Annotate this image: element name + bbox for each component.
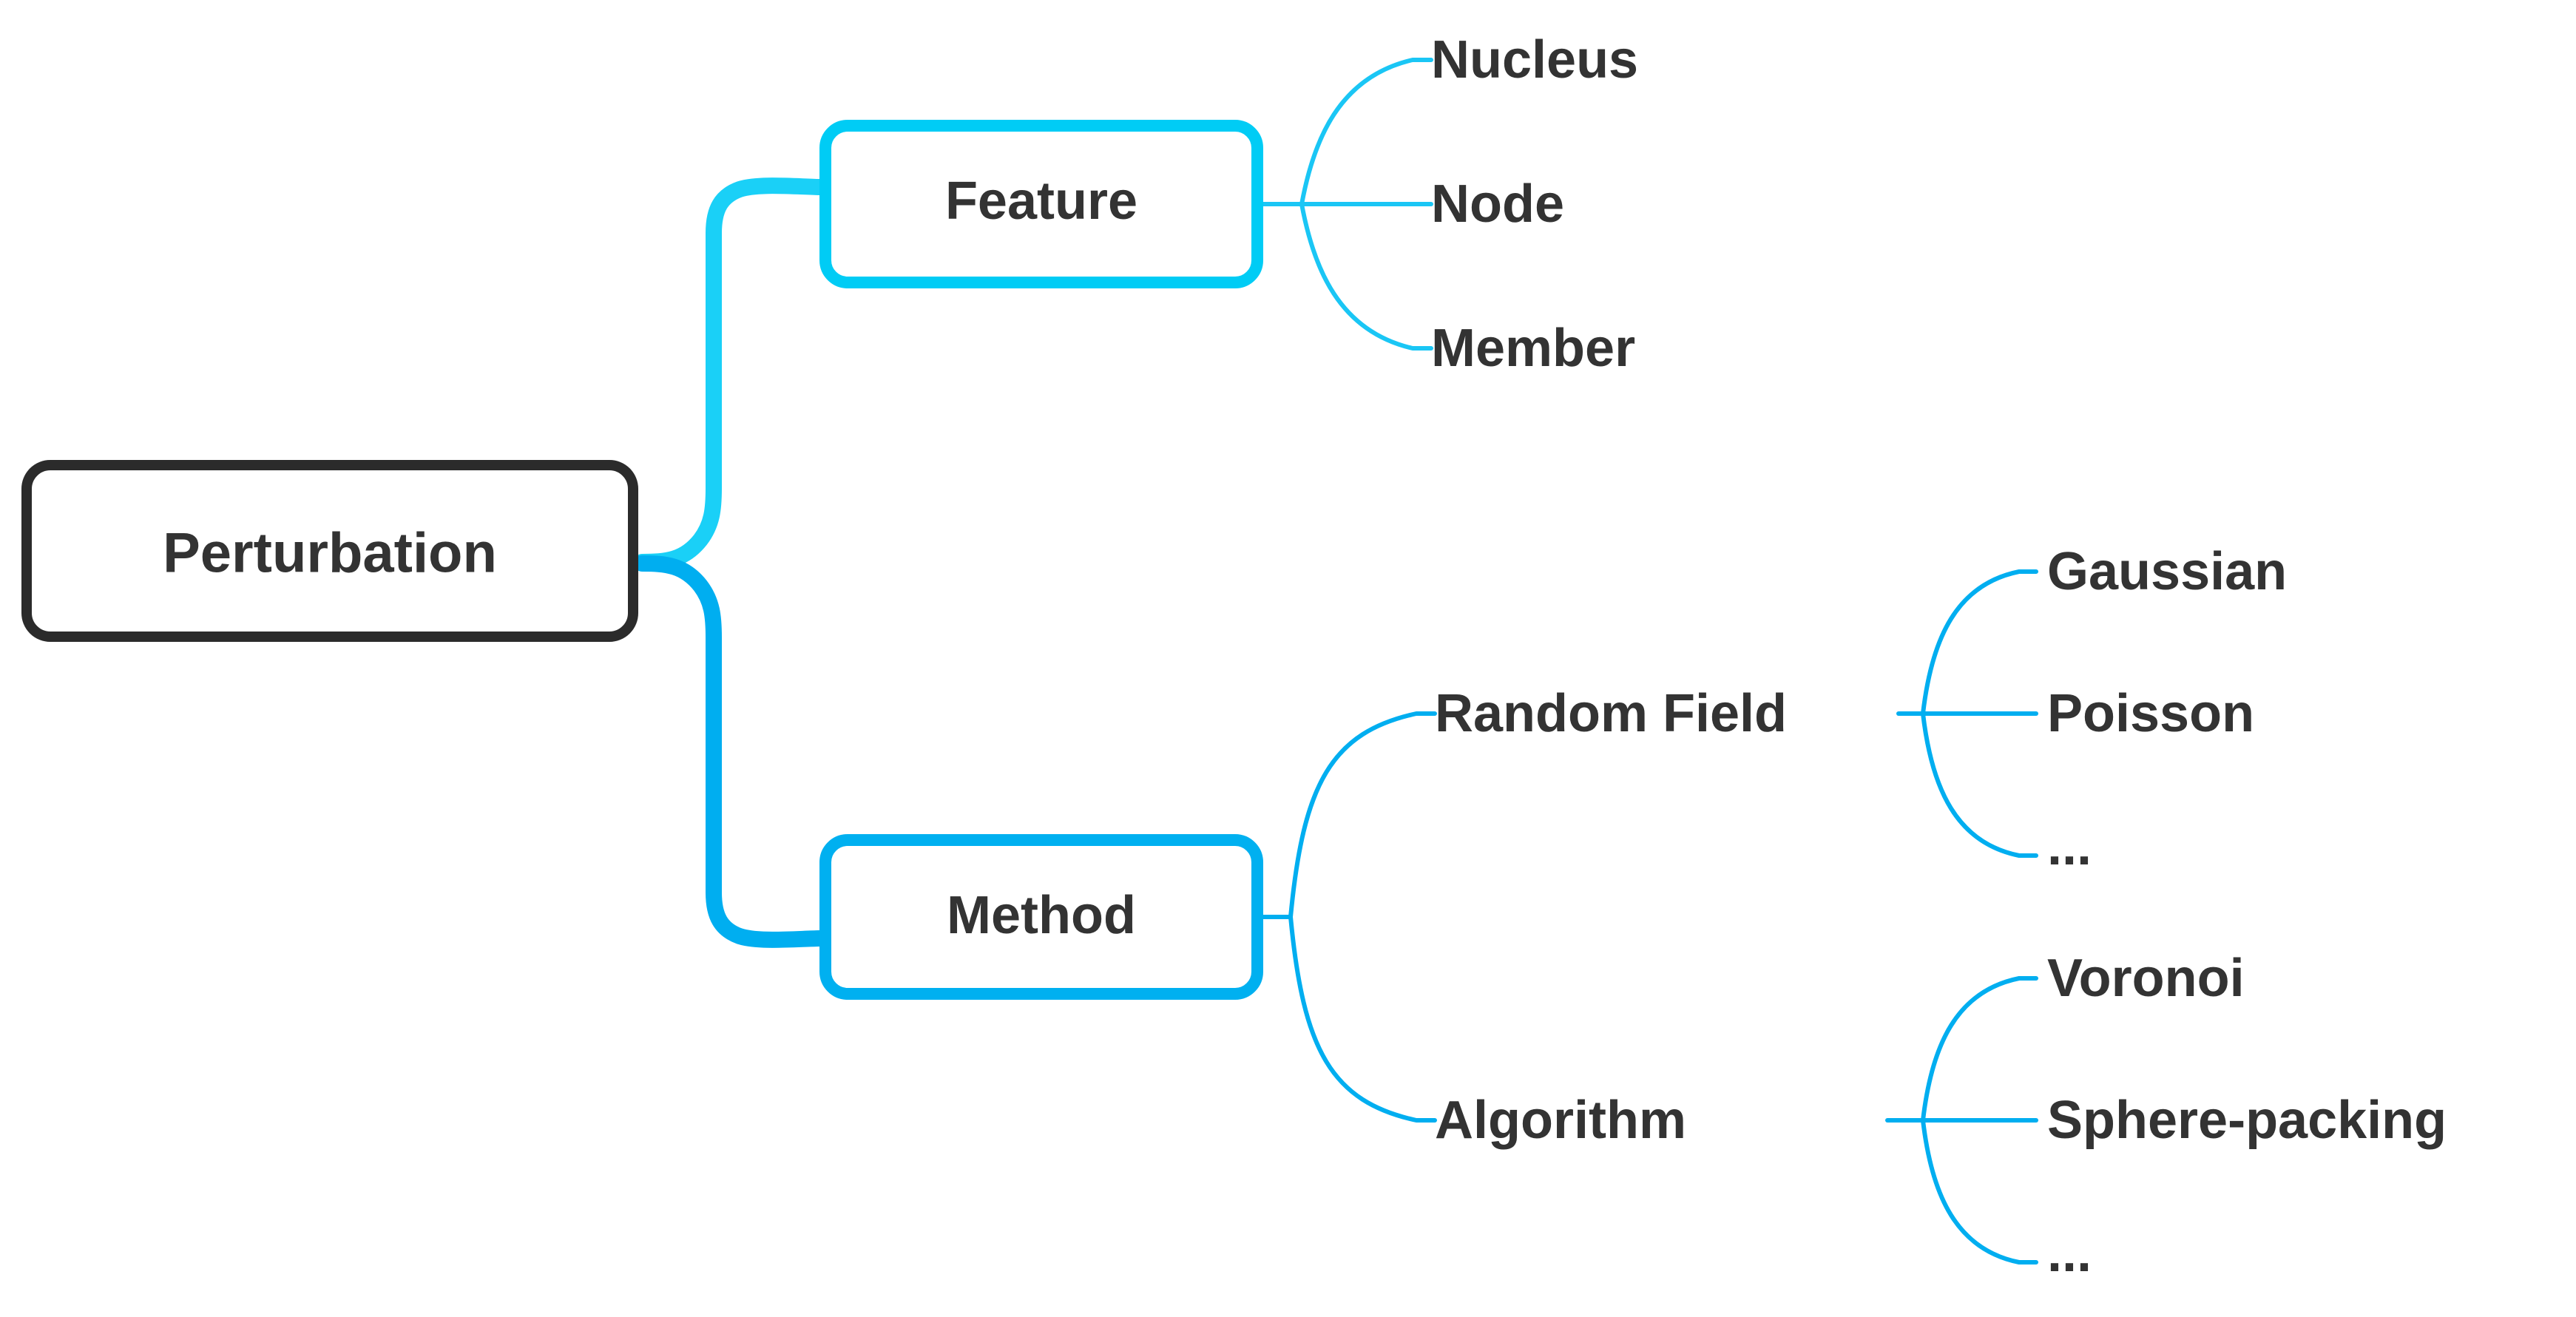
node-perturbation-label: Perturbation (163, 522, 497, 585)
node-method-label: Method (947, 886, 1136, 945)
node-method-box[interactable] (819, 834, 1263, 1000)
leaf-nucleus[interactable]: Nucleus (1431, 30, 1638, 89)
node-method[interactable]: Method (819, 834, 1263, 1000)
leaf-member[interactable]: Member (1431, 319, 1635, 378)
connector-method-to-algorithm (1288, 915, 1437, 1123)
node-feature-box[interactable] (819, 120, 1263, 288)
connector-root-to-method (634, 555, 828, 948)
leaf-gaussian[interactable]: Gaussian (2047, 542, 2287, 601)
connector-feature-to-member (1299, 202, 1433, 351)
connector-algorithm-to-voronoi (1921, 976, 2038, 1123)
leaf-algorithm-ellipsis[interactable]: ... (2047, 1224, 2092, 1283)
leaf-sphere-packing[interactable]: Sphere-packing (2047, 1091, 2447, 1150)
leaf-random-field[interactable]: Random Field (1435, 684, 1787, 743)
connector-root-to-feature (634, 177, 828, 570)
leaf-random-field-ellipsis[interactable]: ... (2047, 817, 2092, 876)
leaf-voronoi[interactable]: Voronoi (2047, 949, 2245, 1008)
connector-feature-to-nucleus (1299, 58, 1433, 206)
node-feature-label: Feature (945, 172, 1137, 231)
connector-random-field-to-gaussian (1921, 569, 2038, 716)
leaf-algorithm[interactable]: Algorithm (1435, 1091, 1686, 1150)
connector-method-to-random-field (1288, 711, 1437, 919)
node-feature[interactable]: Feature (819, 120, 1263, 288)
connector-random-field-to-ellipsis-1 (1921, 711, 2038, 858)
node-perturbation[interactable]: Perturbation (21, 460, 638, 642)
connector-algorithm-to-ellipsis-2 (1921, 1118, 2038, 1264)
leaf-poisson[interactable]: Poisson (2047, 684, 2254, 743)
leaf-node[interactable]: Node (1431, 175, 1564, 234)
node-perturbation-box[interactable] (21, 460, 638, 642)
